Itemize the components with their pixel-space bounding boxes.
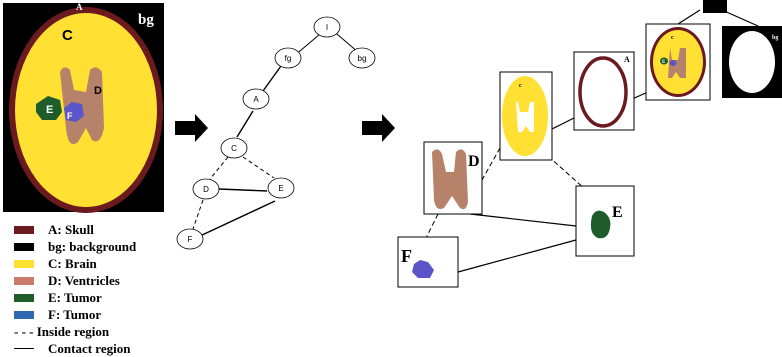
legend-line-solid (14, 348, 34, 349)
thumb-f: F (397, 236, 459, 288)
edge-d-e (218, 188, 268, 192)
tumor-f-region (64, 102, 84, 122)
node-label-bg: bg (358, 54, 367, 63)
legend-swatch (14, 310, 34, 319)
root-node-box (703, 0, 727, 13)
legend-label: D: Ventricles (48, 272, 120, 288)
legend-swatch (14, 259, 34, 268)
node-label-f: F (188, 235, 193, 244)
thumb-full-label: c (671, 35, 674, 41)
node-label-e: E (278, 184, 283, 193)
legend-swatch (14, 293, 34, 302)
node-label-c: C (231, 144, 237, 153)
legend-label: E: Tumor (48, 289, 102, 305)
edge-root-right (721, 9, 759, 27)
node-label-d: D (203, 185, 209, 194)
thumb-e-label: E (612, 204, 623, 221)
legend-label: A: Skull (48, 221, 94, 237)
graph-node-a (242, 88, 270, 110)
node-label-i: I (326, 23, 328, 32)
graph-node-f (176, 228, 204, 250)
label-e: E (46, 104, 53, 116)
thumb-full: c E (645, 23, 711, 101)
legend-item-skull: A: Skull (14, 221, 164, 238)
thumb-bg-label: bg (772, 35, 778, 41)
edge-root-left (677, 9, 701, 25)
legend: A: Skull bg: background C: Brain D: Vent… (14, 221, 164, 357)
legend-item-contact-region: Contact region (14, 340, 164, 357)
thumb-d-label: D (468, 153, 480, 170)
edge-c-d (209, 156, 229, 180)
thumb-bg: bg (722, 26, 782, 98)
edge-f-e (199, 200, 276, 237)
edge-c-e (547, 155, 587, 191)
graph-node-d (192, 178, 220, 200)
legend-label: Contact region (48, 340, 131, 356)
label-a: A (76, 2, 83, 12)
thumb-d: D (423, 141, 483, 215)
legend-label: - - - Inside region (14, 323, 110, 339)
legend-swatch (14, 276, 34, 285)
thumb-c: c (499, 71, 553, 161)
legend-swatch (14, 242, 34, 251)
edge-d-f (425, 213, 439, 239)
legend-item-background: bg: background (14, 238, 164, 255)
legend-item-ventricles: D: Ventricles (14, 272, 164, 289)
label-bg: bg (138, 12, 154, 28)
segmentation-image: A bg C D E F (3, 2, 164, 213)
edge-a-c (236, 110, 254, 138)
thumb-f-label: F (401, 246, 412, 266)
graph-node-c (220, 137, 248, 159)
edge-c-e (242, 156, 275, 179)
edge-d-e (469, 213, 577, 227)
thumb-a-label: A (624, 55, 630, 64)
label-d: D (94, 85, 102, 97)
graph-node-fg (274, 47, 302, 69)
legend-label: bg: background (48, 238, 137, 254)
legend-item-inside-region: - - - Inside region (14, 323, 164, 340)
thumb-a: A (573, 51, 635, 131)
arrow-icon (175, 114, 208, 142)
node-label-fg: fg (285, 54, 292, 63)
tumor-e-region (36, 96, 62, 120)
arrow-icon (362, 114, 395, 142)
legend-item-brain: C: Brain (14, 255, 164, 272)
edge-fg-a (262, 65, 282, 92)
legend-item-tumor-f: F: Tumor (14, 306, 164, 323)
edge-d-f (192, 199, 204, 230)
graph-node-labels: I fg bg A C D E F (188, 23, 367, 244)
edge-f-e (457, 239, 577, 273)
legend-swatch (14, 225, 34, 234)
legend-label: F: Tumor (48, 306, 102, 322)
abstract-graph (176, 16, 376, 250)
label-c: C (62, 27, 73, 44)
edge-c-d (481, 147, 501, 181)
thumb-e: E (575, 185, 635, 257)
region-graph-edges (425, 9, 759, 273)
thumb-full-e-label: E (662, 60, 666, 65)
thumb-c-label: c (519, 83, 522, 89)
graph-node-e (267, 177, 295, 199)
label-f: F (67, 111, 73, 121)
legend-label: C: Brain (48, 255, 97, 271)
graph-node-i (313, 16, 341, 38)
edge-a-c (549, 117, 575, 131)
node-label-a: A (253, 95, 259, 104)
legend-item-tumor-e: E: Tumor (14, 289, 164, 306)
graph-node-bg (348, 47, 376, 69)
